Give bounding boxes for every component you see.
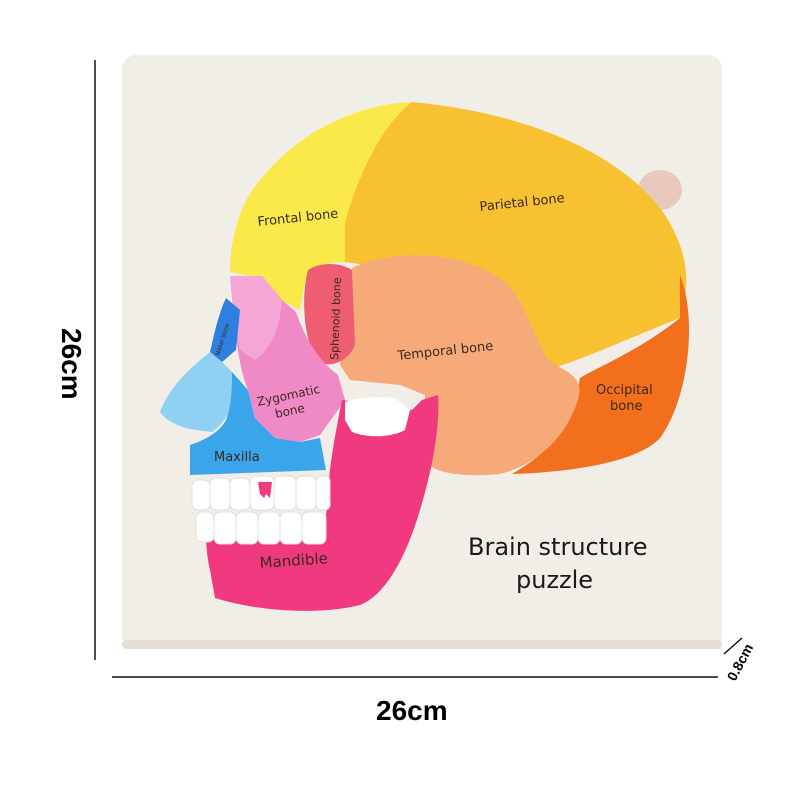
occipital-bone-label-line1: Occipital (596, 383, 653, 398)
zygomatic-upper-piece (230, 276, 282, 360)
height-dimension-label: 26cm (56, 328, 87, 400)
parietal-bone-piece (345, 102, 687, 372)
tooth-detail-icon (258, 482, 272, 498)
puzzle-title-line2: puzzle (516, 566, 593, 594)
nose-piece (160, 352, 234, 432)
thickness-dimension-label: 0.8cm (724, 641, 757, 684)
thickness-dimension-line (723, 637, 743, 655)
puzzle-title-line1: Brain structure (468, 533, 647, 561)
mandible-label: Mandible (259, 549, 328, 572)
nasal-bone-piece (210, 298, 240, 362)
sphenoid-bone-piece (304, 264, 355, 365)
width-dimension-label: 26cm (376, 695, 448, 726)
maxilla-label: Maxilla (214, 450, 260, 465)
frontal-bone-piece (230, 102, 412, 310)
maxilla-piece (190, 372, 326, 475)
occipital-bone-piece (512, 275, 690, 474)
mandible-piece (206, 395, 439, 611)
temporal-bone-piece (340, 255, 580, 476)
occipital-bone-label-line2: bone (610, 399, 642, 414)
zygomatic-bone-label-line2: bone (274, 401, 306, 421)
sphenoid-bone-label: Sphenoid bone (328, 277, 344, 360)
board-shadow-edge (122, 640, 722, 649)
jaw-joint-spot (345, 397, 410, 437)
